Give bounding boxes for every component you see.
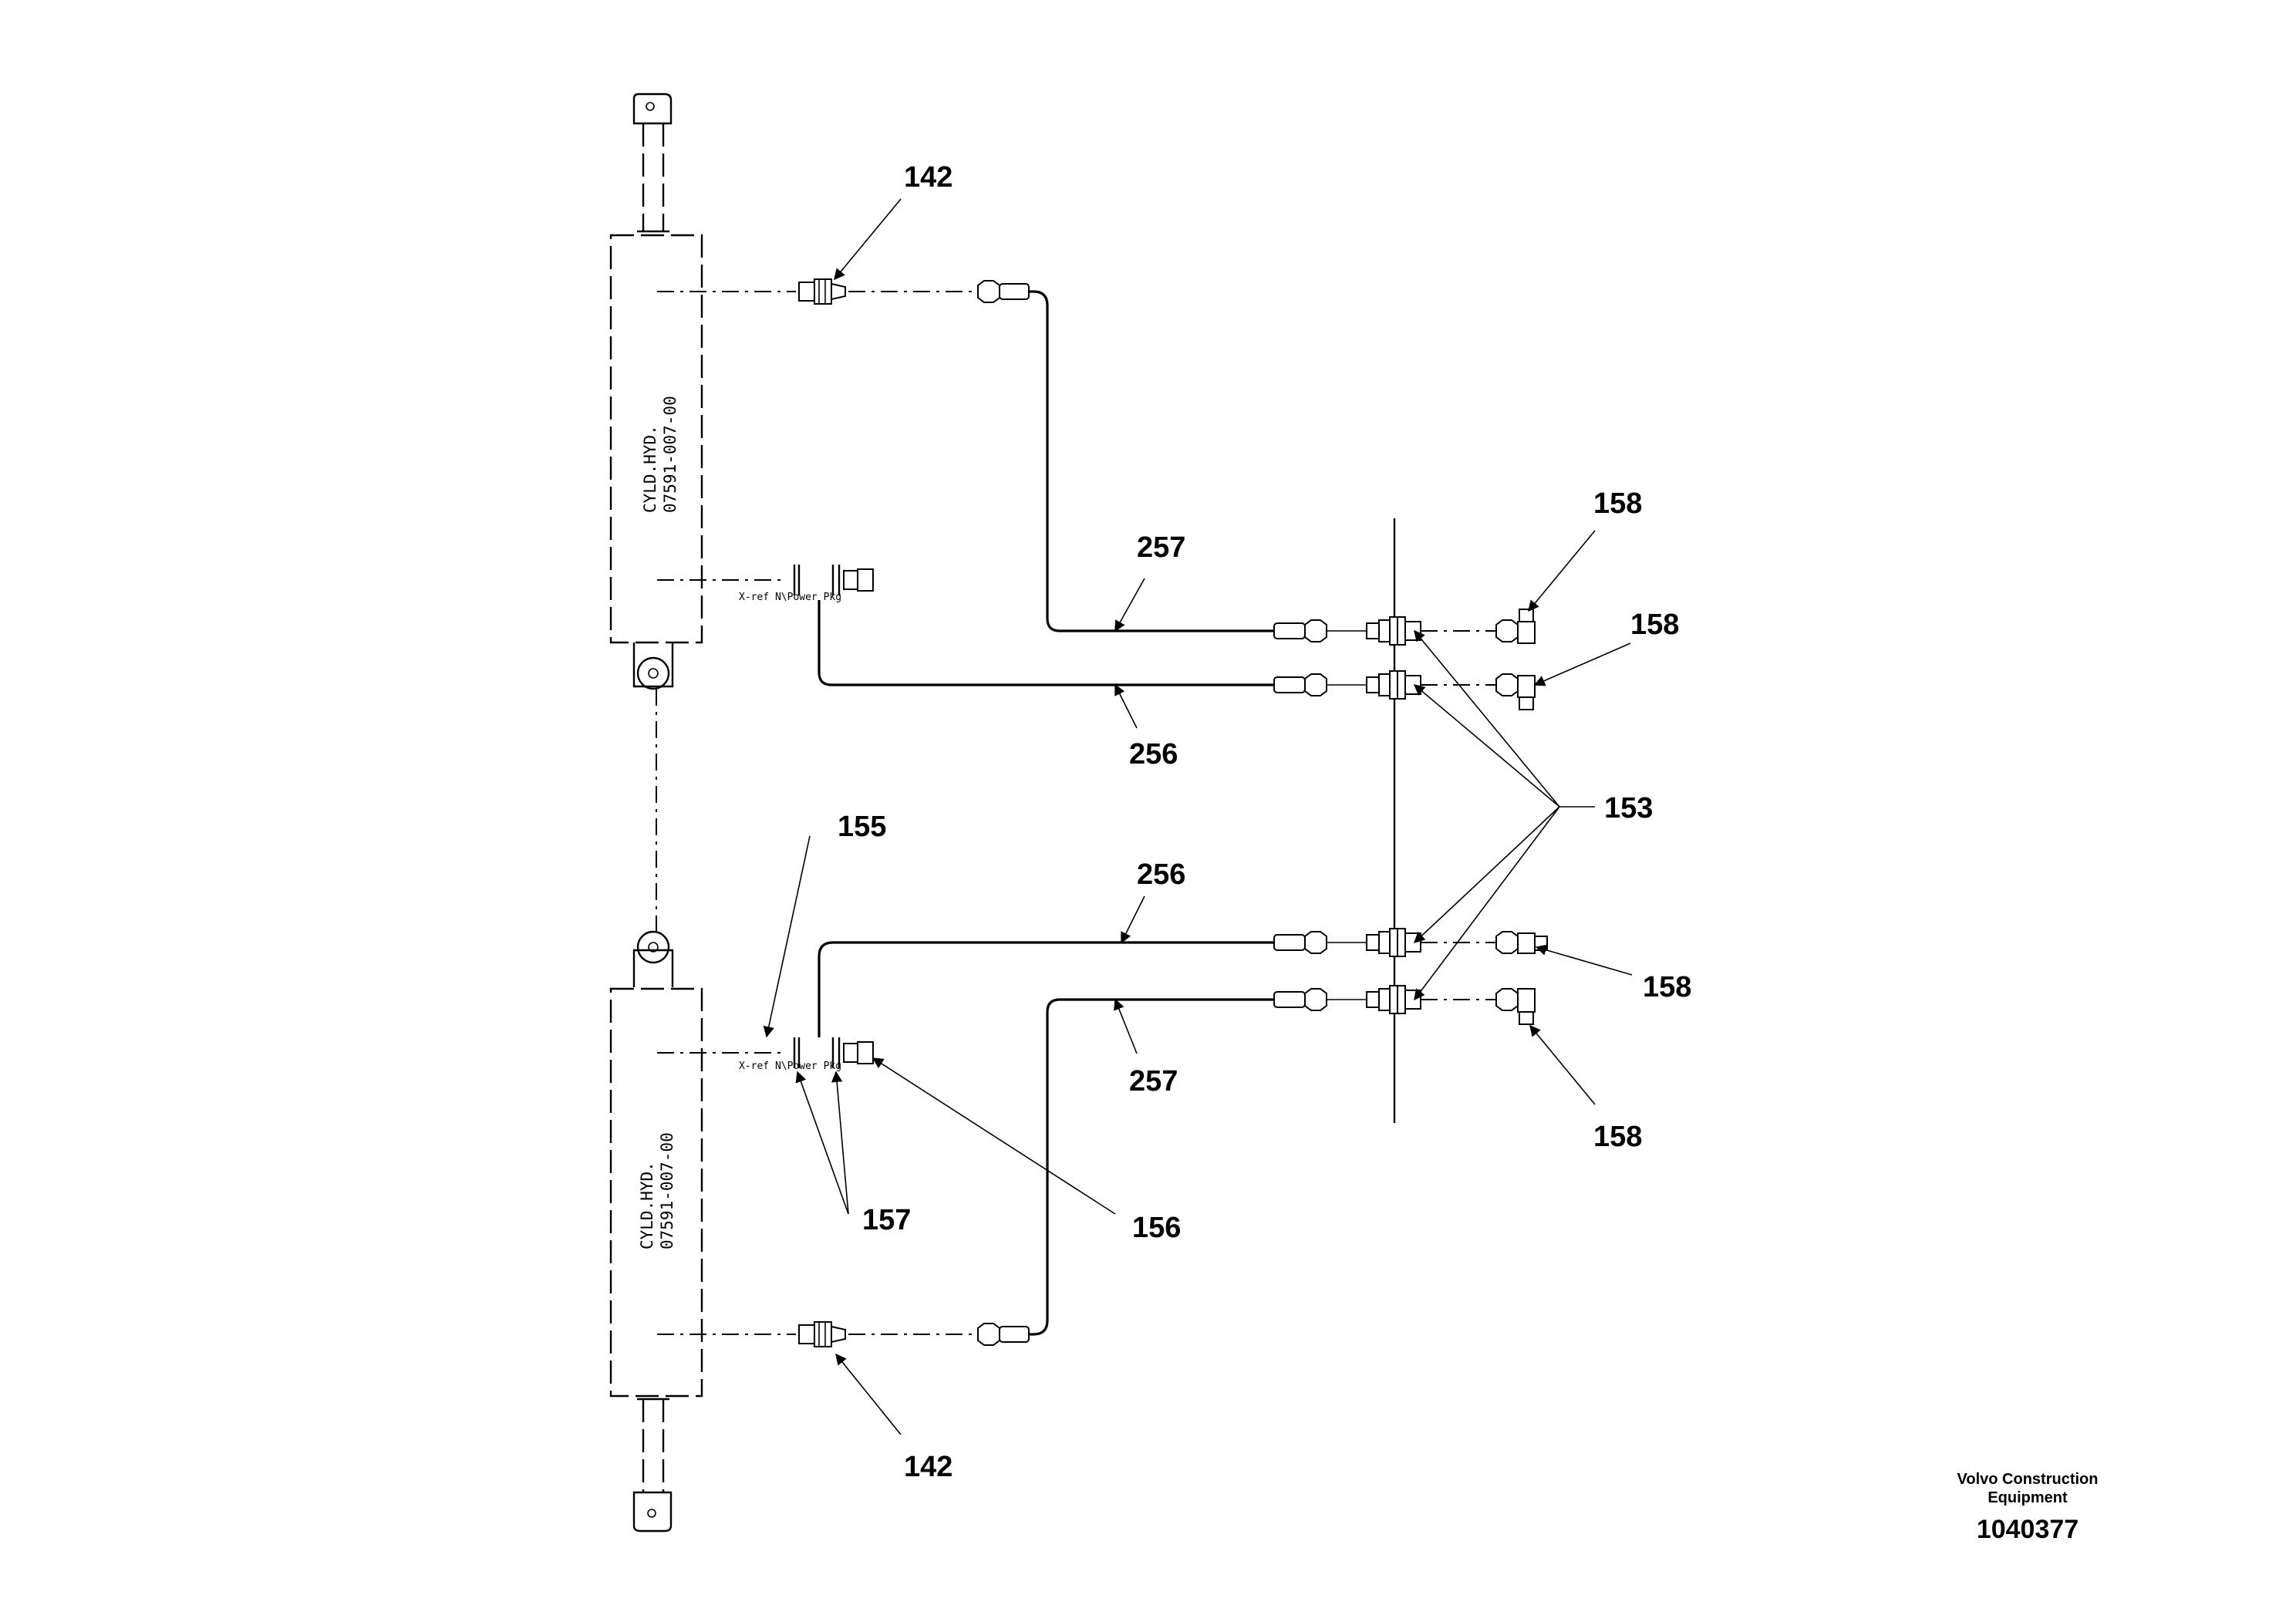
hose-256-top [818,600,1274,686]
callout-158-3: 158 [1643,971,1691,1003]
hose-end-top-left [977,280,1030,303]
callout-153: 153 [1604,792,1653,824]
lower-cylinder-label-1: CYLD.HYD. [638,1162,656,1249]
upper-cylinder-label-1: CYLD.HYD. [641,425,659,513]
callout-158-4: 158 [1593,1121,1642,1153]
callout-256-bottom: 256 [1137,858,1185,891]
callout-142-top: 142 [904,161,952,194]
port-fitting-bottom [798,1321,846,1347]
callout-257-bottom: 257 [1129,1065,1178,1098]
leader-lines [763,198,1633,1435]
callout-158-2: 158 [1630,609,1679,641]
upper-cylinder [609,93,703,690]
hose-257-top [1029,290,1274,632]
brand-line-2: Equipment [1988,1489,2068,1506]
lower-xref-note: X-ref N\Power Pkg [739,1061,841,1072]
document-number: 1040377 [1977,1515,2079,1544]
bulkhead-assembly [1273,518,1548,1123]
lower-port-adapter [793,1037,874,1068]
port-fitting-top [798,278,846,305]
brand-line-1: Volvo Construction [1957,1471,2099,1488]
hose-256-bottom [818,941,1274,1037]
callout-156: 156 [1132,1212,1181,1244]
upper-port-adapter [793,565,874,595]
callout-256-top: 256 [1129,738,1178,771]
hose-end-bottom-left [977,1323,1030,1346]
callout-142-bottom: 142 [904,1451,952,1483]
callout-158-1: 158 [1593,487,1642,520]
upper-cylinder-label-2: 07591-007-00 [661,396,679,513]
upper-xref-note: X-ref N\Power Pkg [739,592,841,603]
callout-257-top: 257 [1137,531,1185,564]
lower-cylinder [609,930,703,1533]
callout-155: 155 [838,811,886,843]
hose-257-bottom [1029,998,1274,1336]
callout-157: 157 [862,1204,911,1236]
lower-cylinder-label-2: 07591-007-00 [658,1132,676,1249]
